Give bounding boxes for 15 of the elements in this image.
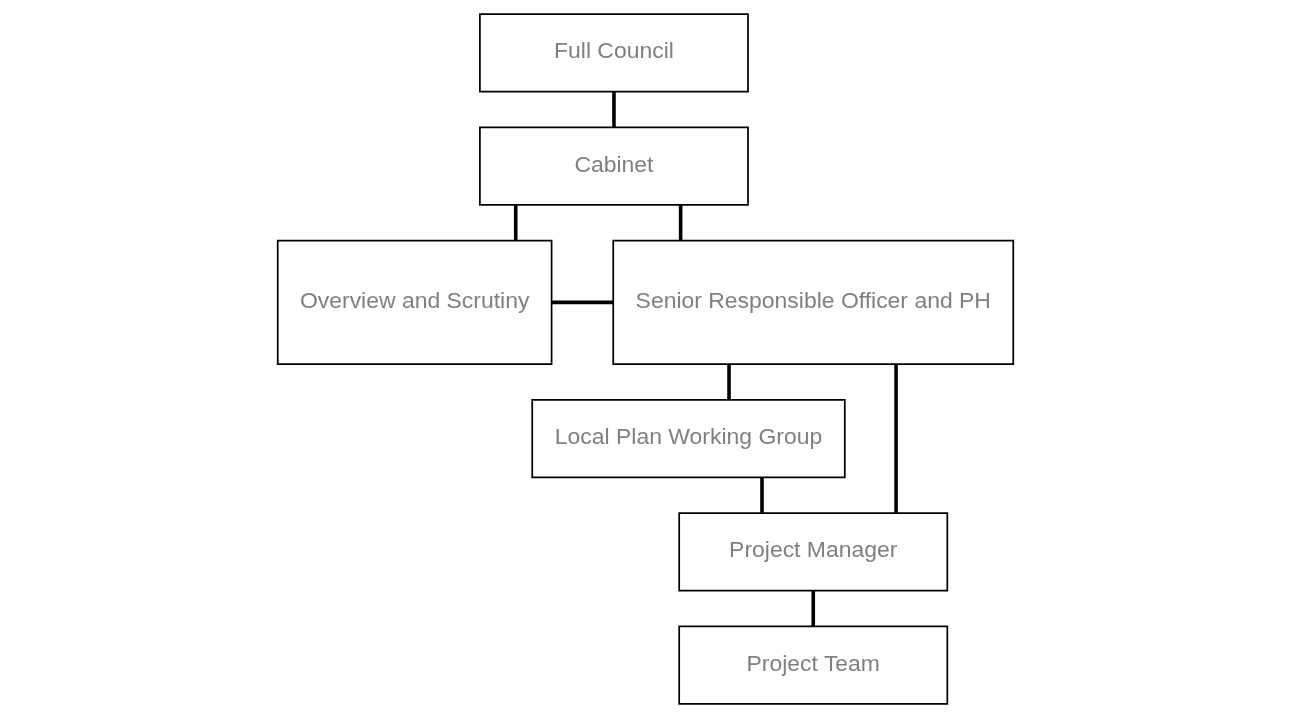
node-box: Cabinet: [479, 126, 749, 206]
connector: [678, 205, 683, 241]
connector: [894, 364, 898, 513]
connector: [760, 477, 764, 513]
connector: [811, 590, 816, 627]
connector: [612, 91, 616, 128]
node-box: Full Council: [479, 13, 749, 93]
node-box: Local Plan Working Group: [531, 399, 846, 479]
connector: [513, 205, 518, 241]
connector: [551, 300, 614, 305]
connector: [727, 364, 731, 400]
node-box: Overview and Scrutiny: [276, 239, 553, 365]
node-box: Project Manager: [678, 512, 949, 592]
node-box: Senior Responsible Officer and PH: [612, 239, 1015, 365]
node-box: Project Team: [678, 625, 949, 705]
